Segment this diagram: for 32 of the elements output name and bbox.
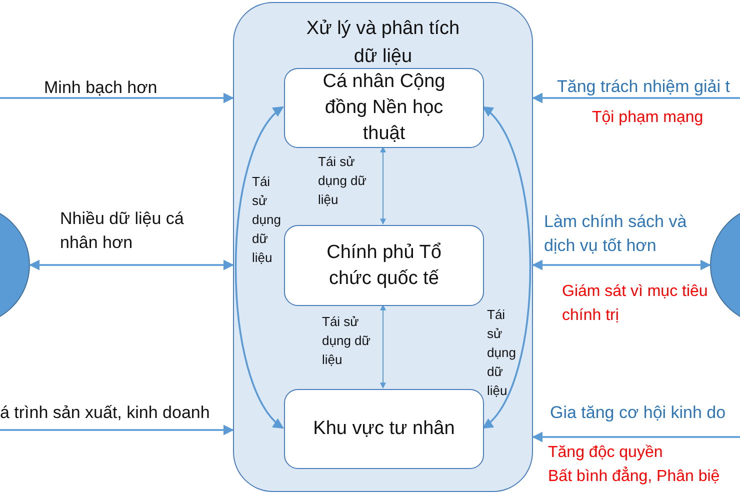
arrow: [380, 146, 386, 225]
risk-note: Bất bình đẳng, Phân biệ: [548, 466, 720, 487]
edge-label: Nhiều dữ liệu cá nhân hơn: [60, 208, 185, 254]
arrow: [532, 260, 712, 270]
box-text: Cá nhân Cộng đồng Nền học thuật: [322, 70, 446, 146]
edge-label: Tái sử dụng dữ liệu: [487, 306, 517, 400]
edge-label: Tái sử dụng dữ liệu: [318, 153, 368, 209]
edge-label: Tái sử dụng dữ liệu: [322, 313, 372, 369]
group-panel: [233, 2, 533, 492]
edge-label: Tái sử dụng dữ liệu: [252, 173, 282, 267]
process-box: [284, 68, 484, 148]
arrow: [532, 432, 740, 442]
arrow: [234, 106, 284, 429]
edge-label: Tăng trách nhiệm giải t: [557, 77, 731, 97]
arrow: [482, 106, 532, 429]
arrow: [28, 260, 234, 270]
arrow: [380, 304, 386, 389]
edge-label: á trình sản xuất, kinh doanh: [0, 403, 211, 423]
edge-label: Làm chính sách và dịch vụ tốt hơn: [544, 211, 688, 257]
box-text: Khu vực tư nhân: [312, 417, 456, 441]
edge-label: Gia tăng cơ hội kinh do: [550, 403, 727, 423]
process-box: [284, 225, 484, 306]
arrow: [0, 92, 234, 104]
process-box: [284, 389, 484, 469]
risk-note: Giám sát vì mục tiêu chính trị: [562, 282, 709, 326]
edge-label: Minh bạch hơn: [44, 78, 158, 98]
group-title: Xử lý và phân tích dữ liệu: [305, 17, 461, 69]
arrow: [0, 424, 234, 436]
box-text: Chính phủ Tổ chức quốc tế: [326, 240, 442, 290]
risk-note: Tội phạm mạng: [592, 108, 704, 128]
arrow: [532, 92, 740, 104]
risk-note: Tăng độc quyền: [548, 443, 663, 463]
